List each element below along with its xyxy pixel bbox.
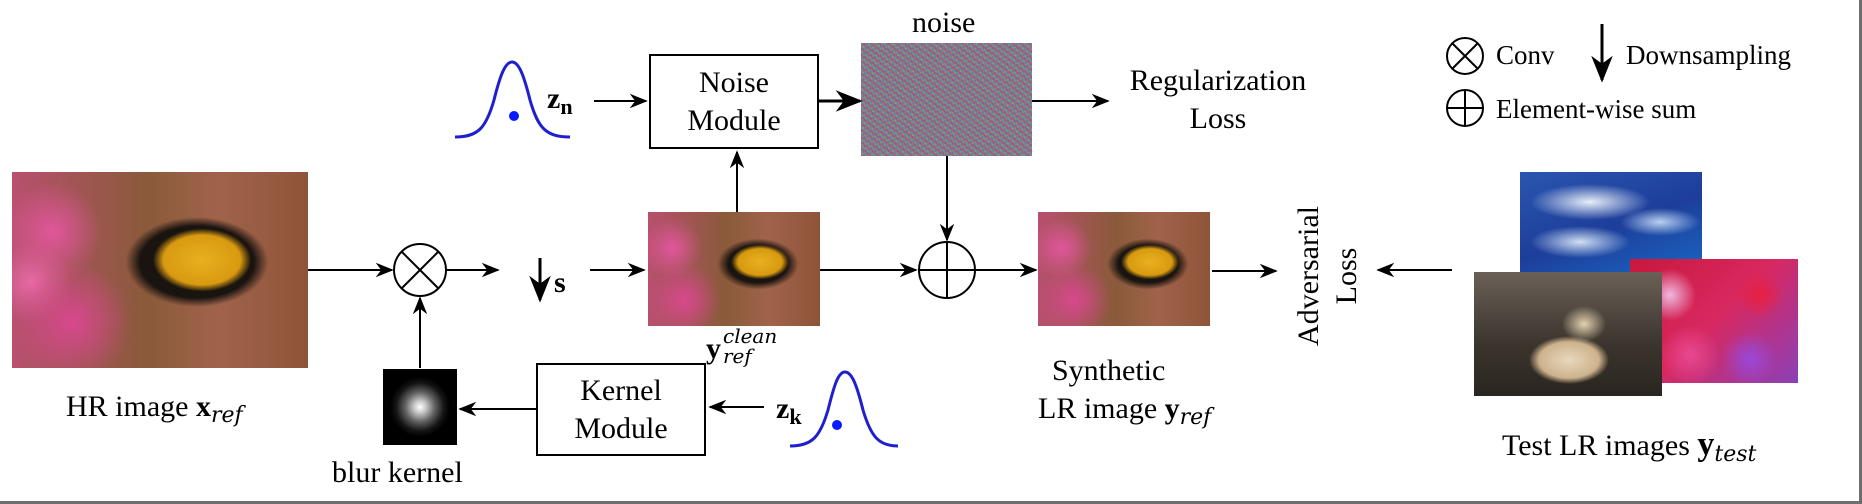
blur-kernel-label: blur kernel [332, 456, 463, 489]
clean-symbol: y [706, 332, 721, 365]
test-sub: test [1714, 442, 1757, 467]
kernel-module: Kernel Module [536, 363, 706, 456]
synthetic-sub: ref [1179, 405, 1212, 430]
clean-sup: clean [723, 324, 778, 348]
noise-image [861, 43, 1032, 156]
conv-operator-icon [393, 243, 447, 297]
gaussian-kernel-prior-icon [789, 370, 899, 448]
reg-loss-line1: Regularization [1129, 64, 1307, 97]
sum-operator-icon [918, 241, 976, 299]
kernel-module-line2: Module [574, 411, 668, 445]
synthetic-symbol: y [1164, 392, 1180, 425]
adv-loss-line2: Loss [1330, 247, 1363, 305]
noise-label: noise [912, 6, 976, 39]
test-image-polar-bear [1474, 272, 1662, 396]
z-kernel-symbol: z [776, 392, 790, 425]
blur-kernel-image [383, 369, 457, 445]
clean-lr-image [648, 212, 820, 326]
z-kernel-sub: k [789, 404, 802, 429]
gaussian-noise-prior-icon [454, 60, 571, 139]
hr-image-sub: ref [210, 403, 243, 428]
clean-sub: ref [723, 344, 752, 368]
downsample-factor: s [554, 266, 566, 299]
test-lr-label: Test LR images ytest [1502, 428, 1756, 472]
legend-downsampling-label: Downsampling [1626, 40, 1791, 70]
test-lr-text: Test LR images [1502, 429, 1690, 462]
noise-module: Noise Module [649, 54, 819, 149]
z-noise-symbol: z [547, 82, 561, 115]
kernel-module-line1: Kernel [580, 373, 662, 407]
hr-image-text: HR image [66, 390, 189, 423]
hr-image-symbol: x [195, 390, 211, 423]
hr-image-butterfly [12, 172, 308, 368]
synthetic-lr-label: Synthetic LR image yref [1038, 352, 1212, 437]
hr-image-label: HR image xref [66, 390, 243, 433]
synthetic-line2: LR image [1038, 392, 1158, 425]
noise-module-line2: Module [687, 103, 781, 137]
adv-loss-line1: Adversarial [1292, 206, 1325, 346]
legend-conv-icon [1446, 37, 1484, 75]
reg-loss-line2: Loss [1189, 102, 1247, 135]
noise-module-line1: Noise [699, 65, 769, 99]
z-noise-sub: n [560, 94, 573, 119]
synthetic-lr-image [1038, 212, 1210, 326]
regularization-loss-label: Regularization Loss [1118, 62, 1318, 138]
z-kernel-label: zk [776, 392, 802, 434]
downsample-factor-label: s [554, 266, 566, 300]
legend-conv-label: Conv [1496, 40, 1555, 70]
z-noise-label: zn [547, 82, 573, 124]
synthetic-line1: Synthetic [1052, 354, 1166, 387]
adversarial-loss-label: Adversarial Loss [1290, 176, 1366, 376]
legend-sum-label: Element-wise sum [1496, 94, 1697, 124]
test-symbol: y [1697, 426, 1715, 463]
clean-lr-label: y clean ref [706, 326, 791, 368]
legend-sum-icon [1446, 89, 1484, 127]
